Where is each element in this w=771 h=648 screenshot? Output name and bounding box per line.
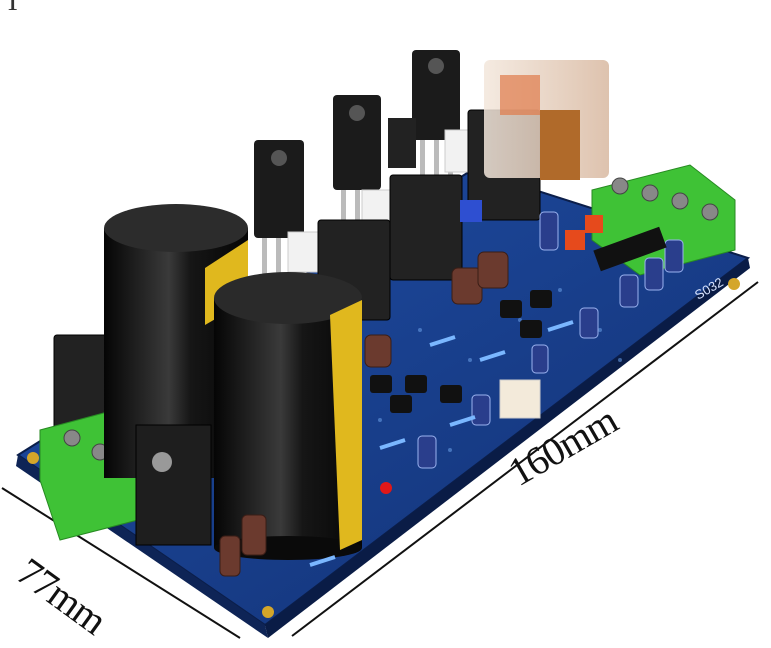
op-amp-chip bbox=[593, 226, 667, 272]
filter-capacitor-front bbox=[214, 272, 362, 560]
small-transistors bbox=[370, 290, 552, 413]
resistors bbox=[309, 320, 574, 567]
regulator-heatsink bbox=[135, 424, 212, 546]
small-capacitors bbox=[219, 211, 684, 577]
trim-potentiometer bbox=[460, 200, 482, 222]
led bbox=[380, 482, 392, 494]
relay bbox=[484, 60, 609, 180]
film-capacitors bbox=[565, 215, 603, 250]
dimension-lines bbox=[1, 281, 759, 639]
cropped-top-caption: l bbox=[8, 0, 17, 18]
input-connector bbox=[499, 379, 541, 419]
